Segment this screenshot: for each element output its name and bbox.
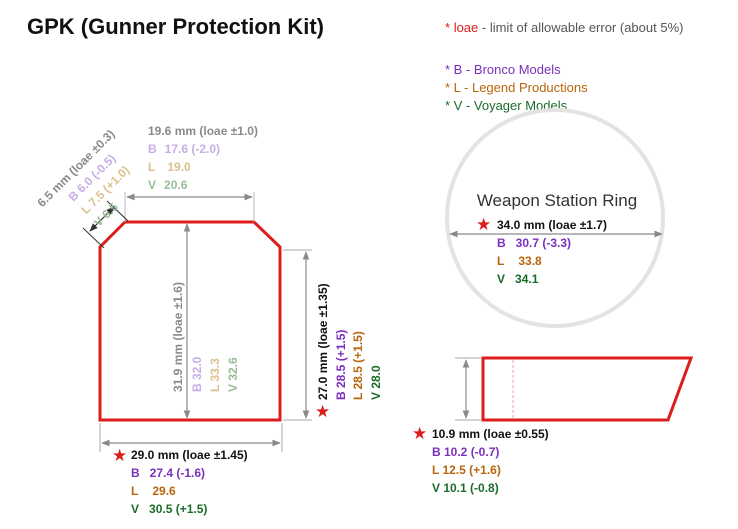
ring-title: Weapon Station Ring: [477, 191, 637, 210]
legend-voyager: * V - Voyager Models: [445, 98, 568, 113]
inner-height-spec: 31.9 mm (loae ±1.6): [171, 282, 185, 392]
legend-bronco: * B - Bronco Models: [445, 62, 561, 77]
side-spec: 10.9 mm (loae ±0.55): [432, 427, 549, 441]
bottom-width-spec: 29.0 mm (loae ±1.45): [131, 448, 248, 462]
loae-description: - limit of allowable error (about 5%): [482, 20, 684, 35]
bottom-width-star-icon: ★: [112, 446, 127, 465]
corner-arrow: [89, 206, 115, 232]
side-height-voyager: V 28.0: [369, 365, 383, 400]
loae-term: loae: [454, 20, 479, 35]
inner-height-bronco: B 32.0: [190, 356, 204, 392]
side-height-star-icon: ★: [315, 402, 330, 421]
gpk-side-outline: [481, 356, 694, 422]
side-voyager: V 10.1 (-0.8): [432, 481, 499, 495]
loae-star: *: [445, 20, 450, 35]
ring-spec: 34.0 mm (loae ±1.7): [497, 218, 607, 232]
corner-labels: 6.5 mm (loae ±0.3) B 6.0 (-0.5) L 7.5 (+…: [35, 127, 133, 230]
weapon-station-ring: [445, 108, 665, 328]
side-height-spec: 27.0 mm (loae ±1.35): [316, 283, 330, 400]
legend-legend-productions: * L - Legend Productions: [445, 80, 588, 95]
page-title: GPK (Gunner Protection Kit): [27, 14, 324, 39]
side-star-icon: ★: [412, 424, 427, 443]
side-height-legend: L 28.5 (+1.5): [351, 331, 365, 400]
side-legend: L 12.5 (+1.6): [432, 463, 501, 477]
top-width-spec: 19.6 mm (loae ±1.0): [148, 124, 258, 138]
ring-star-icon: ★: [476, 215, 491, 234]
side-bronco: B 10.2 (-0.7): [432, 445, 499, 459]
inner-height-voyager: V 32.6: [226, 357, 240, 392]
extension-line: [82, 227, 105, 249]
side-height-bronco: B 28.5 (+1.5): [334, 330, 348, 400]
loae-legend: * loae - limit of allowable error (about…: [445, 20, 683, 35]
inner-height-legend: L 33.3: [208, 358, 222, 392]
extension-line: [106, 200, 129, 222]
